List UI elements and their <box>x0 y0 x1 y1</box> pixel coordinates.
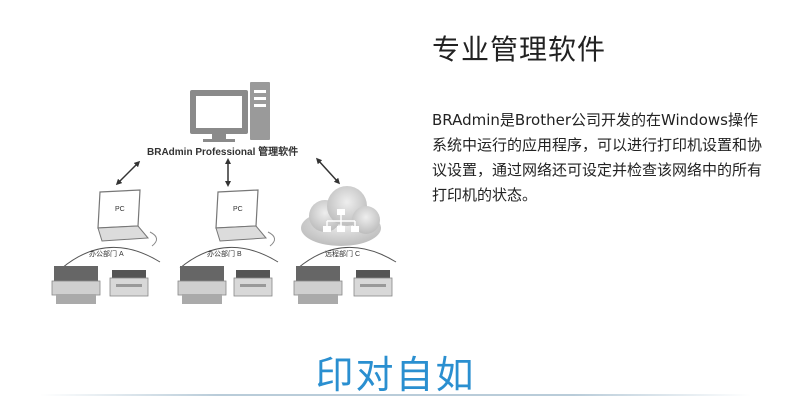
dept-b-arc <box>179 246 279 269</box>
slogan-text: 印对自如 <box>315 353 476 397</box>
cloud-network-icon <box>301 186 381 246</box>
dept-a-label: 办公部门 A <box>89 249 124 258</box>
dept-a-arc <box>61 246 161 269</box>
desktop-computer-icon <box>190 82 270 142</box>
section-title: 专业管理软件 <box>432 33 607 66</box>
arrow-left <box>115 160 141 186</box>
slogan-underline <box>40 394 751 396</box>
printer-group-a-icon <box>51 266 149 304</box>
arrow-right <box>315 157 341 185</box>
laptop-b-label: PC <box>233 206 243 213</box>
dept-c-label: 远程部门 C <box>325 249 360 258</box>
laptop-b-icon <box>215 189 275 247</box>
dept-b-label: 办公部门 B <box>207 249 242 258</box>
laptop-a-icon <box>97 189 157 247</box>
laptop-a-label: PC <box>115 206 125 213</box>
network-diagram: BRAdmin Professional 管理软件 PC PC 办公部门 A 办… <box>51 82 397 304</box>
printer-group-b-icon <box>177 266 273 304</box>
software-label: BRAdmin Professional 管理软件 <box>147 145 298 158</box>
printer-group-c-icon <box>293 266 393 304</box>
dept-c-arc <box>297 246 397 269</box>
section-description: BRAdmin是Brother公司开发的在Windows操作系统中运行的应用程序… <box>432 111 763 204</box>
